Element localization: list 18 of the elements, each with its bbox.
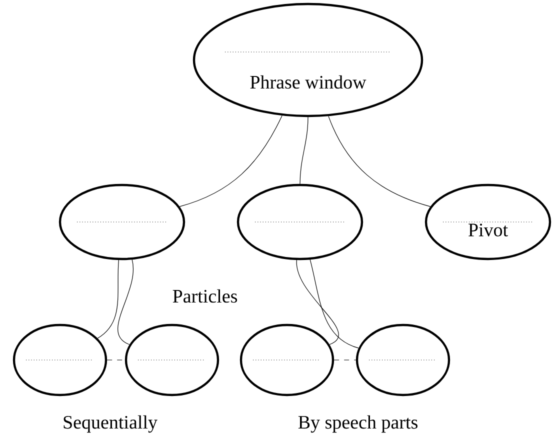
ellipse-node xyxy=(58,184,186,260)
connector-line xyxy=(310,259,359,348)
text-label: By speech parts xyxy=(298,415,418,433)
connector-line xyxy=(328,116,431,207)
connector-line xyxy=(118,259,134,345)
text-label: Sequentially xyxy=(64,415,158,433)
ellipse-node xyxy=(356,324,450,396)
connector-line xyxy=(97,260,119,339)
connector-line xyxy=(179,115,282,207)
ellipse-node: Phrase window xyxy=(192,2,424,118)
text-label: Particles xyxy=(172,289,238,303)
ellipse-node xyxy=(124,324,220,396)
ellipse-node xyxy=(240,324,334,396)
connector-line xyxy=(300,116,308,184)
ellipse-node xyxy=(236,184,364,260)
ellipse-node xyxy=(12,324,108,396)
ellipse-node: Pivot xyxy=(424,184,552,260)
connector-line xyxy=(296,260,339,345)
